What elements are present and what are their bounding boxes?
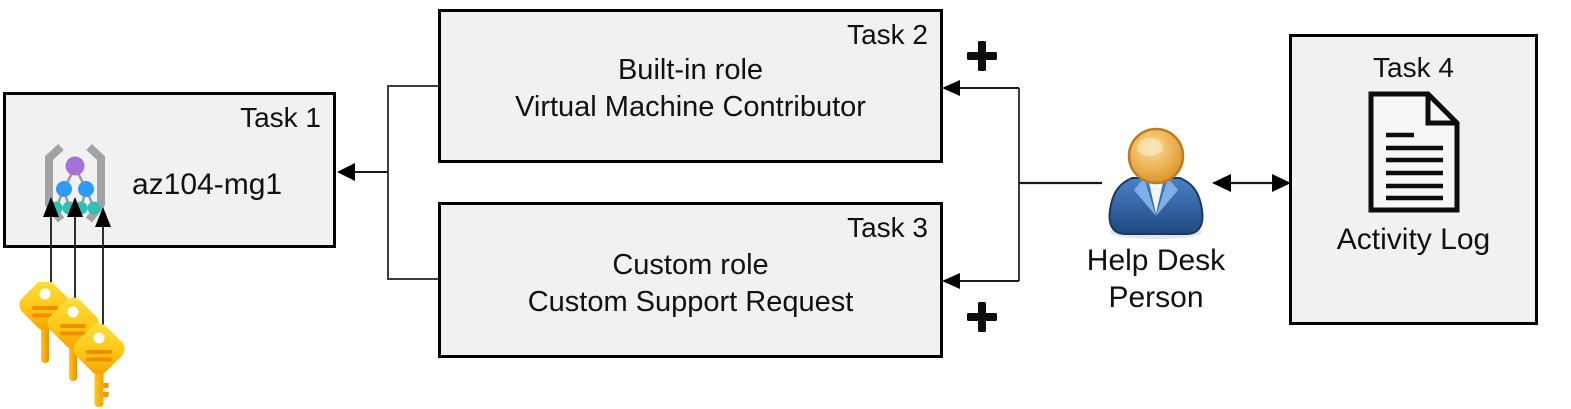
task3-tag: Task 3: [847, 212, 928, 243]
person-label-line2: Person: [1108, 281, 1204, 314]
task1-tag: Task 1: [240, 102, 321, 133]
keys-icon: [19, 282, 125, 407]
task1-box: Task 1: [3, 92, 336, 248]
help-desk-person: [1104, 126, 1208, 245]
task4-label: Activity Log: [1336, 223, 1491, 256]
task2-box: Task 2 Built-in role Virtual Machine Con…: [438, 9, 943, 163]
double-arrow-person-task4: [1212, 174, 1291, 192]
document-icon: [1368, 91, 1459, 213]
task2-line2: Virtual Machine Contributor: [515, 91, 866, 123]
task2-line1: Built-in role: [617, 54, 764, 86]
person-label-line1: Help Desk: [1086, 244, 1226, 277]
help-desk-person-label: Help Desk Person: [1070, 242, 1242, 316]
task3-line1: Custom role: [612, 249, 769, 281]
task4-box: Task 4 Activity Log: [1289, 34, 1538, 325]
person-icon: [1108, 127, 1204, 239]
task4-tag: Task 4: [1373, 52, 1454, 83]
plus-icon: [967, 302, 997, 332]
plus-icon: [967, 41, 997, 71]
task2-tag: Task 2: [847, 19, 928, 50]
task3-line2: Custom Support Request: [527, 286, 854, 318]
task1-label: az104-mg1: [132, 168, 283, 201]
arrow-tasks23-to-task1: [337, 85, 438, 280]
task3-box: Task 3 Custom role Custom Support Reques…: [438, 202, 943, 358]
key-icon: [73, 323, 125, 407]
management-group-icon: [45, 144, 105, 223]
